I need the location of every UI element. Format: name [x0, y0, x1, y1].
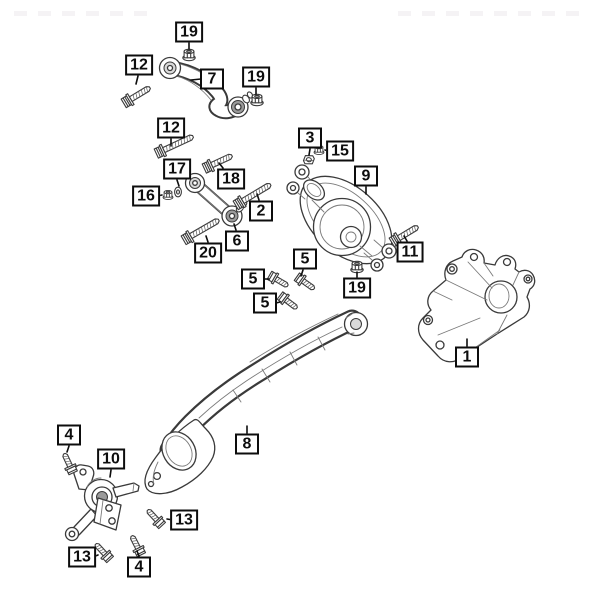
bolt-drawing-13a [143, 505, 167, 530]
callout-label-19: 19 [343, 277, 371, 299]
leader-line [233, 223, 237, 231]
bolt-drawing-12a [119, 81, 154, 110]
bolt-drawing-4b [126, 532, 148, 558]
callout-label-12: 12 [125, 54, 153, 76]
callout-label-12: 12 [157, 117, 185, 139]
callout-label-19: 19 [242, 66, 270, 88]
callout-label-19: 19 [175, 21, 203, 43]
nut-drawing-19a [182, 48, 196, 62]
callout-label-5: 5 [241, 268, 265, 290]
callout-label-9: 9 [354, 165, 378, 187]
callout-label-2: 2 [249, 200, 273, 222]
callout-label-8: 8 [235, 433, 259, 455]
callout-label-18: 18 [217, 168, 245, 190]
leader-line [109, 469, 112, 478]
callout-label-20: 20 [194, 242, 222, 264]
leader-line [308, 148, 311, 156]
trailing-arm-bushing-drawing [64, 464, 140, 542]
callout-label-17: 17 [163, 158, 191, 180]
callout-label-4: 4 [127, 556, 151, 578]
leader-line [190, 78, 202, 81]
leader-line [66, 445, 70, 453]
leader-line [135, 75, 139, 85]
callout-label-13: 13 [68, 546, 96, 568]
bolt-drawing-5a [266, 269, 292, 292]
callout-label-3: 3 [298, 127, 322, 149]
nut-drawing-16 [162, 190, 174, 200]
watermark-row [14, 11, 579, 16]
callout-label-15: 15 [326, 140, 354, 162]
nut-drawing-19b [250, 93, 264, 107]
callout-label-16: 16 [132, 185, 160, 207]
callout-label-10: 10 [97, 448, 125, 470]
leader-line [256, 193, 260, 201]
leader-line [136, 550, 140, 557]
callout-label-5: 5 [253, 292, 277, 314]
callout-label-1: 1 [455, 346, 479, 368]
callout-label-7: 7 [200, 68, 224, 90]
callout-label-5: 5 [293, 248, 317, 270]
leader-line [176, 179, 180, 187]
callout-label-6: 6 [225, 230, 249, 252]
bolt-drawing-5b [292, 271, 318, 295]
leader-line [218, 162, 224, 169]
washer-drawing-17 [174, 186, 182, 198]
callout-label-4: 4 [57, 424, 81, 446]
leader-line [403, 235, 408, 242]
callout-label-11: 11 [396, 241, 424, 263]
bolt-drawing-4a [58, 450, 79, 476]
bolt-drawing-20 [179, 213, 223, 247]
nut-drawing-19c [350, 260, 364, 274]
leader-line [205, 235, 209, 243]
leader-line [300, 269, 304, 277]
toe-link-drawing [184, 172, 248, 227]
lower-control-arm-drawing [286, 164, 397, 272]
callout-label-13: 13 [170, 509, 198, 531]
knuckle-bracket-drawing [417, 248, 536, 363]
trailing-arm-drawing [144, 309, 369, 495]
